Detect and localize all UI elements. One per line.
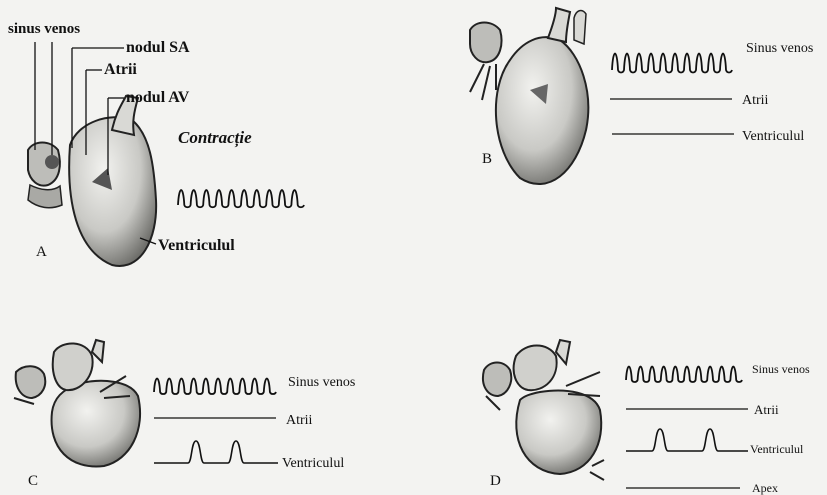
label-sinus-venos: sinus venos bbox=[8, 21, 80, 37]
panel-b-wave-sinus-venos bbox=[612, 54, 732, 73]
panel-d-label-ventriculul: Ventriculul bbox=[750, 442, 804, 456]
heart-a-illustration bbox=[28, 96, 156, 266]
panel-b-label-ventriculul: Ventriculul bbox=[742, 129, 804, 144]
label-contractie: Contracție bbox=[178, 128, 252, 148]
panel-d-trace-ventriculul bbox=[626, 429, 748, 451]
heart-c-illustration bbox=[14, 340, 140, 466]
nodul-sa-node bbox=[45, 155, 59, 169]
panel-c-wave-sinus-venos bbox=[154, 379, 276, 395]
label-ventriculul: Ventriculul bbox=[158, 237, 235, 254]
label-nodul-sa: nodul SA bbox=[126, 39, 190, 56]
panel-c-label-sinus-venos: Sinus venos bbox=[288, 375, 355, 390]
panel-b-letter: B bbox=[482, 151, 492, 167]
panel-d: Sinus venos Atrii Ventriculul Apex D bbox=[483, 340, 810, 495]
panel-a-letter: A bbox=[36, 244, 47, 260]
panel-d-label-atrii: Atrii bbox=[754, 402, 779, 417]
panel-b: Sinus venos Atrii Ventriculul B bbox=[470, 8, 813, 184]
panel-a: sinus venos nodul SA Atrii nodul AV Cont… bbox=[8, 21, 304, 266]
panel-d-label-apex: Apex bbox=[752, 481, 778, 495]
panel-b-label-atrii: Atrii bbox=[742, 93, 769, 108]
panel-a-wave-trace bbox=[178, 190, 304, 207]
panel-c: Sinus venos Atrii Ventriculul C bbox=[14, 340, 355, 489]
panel-c-label-atrii: Atrii bbox=[286, 413, 313, 428]
panel-c-label-ventriculul: Ventriculul bbox=[282, 456, 344, 471]
panel-b-label-sinus-venos: Sinus venos bbox=[746, 41, 813, 56]
panel-d-wave-sinus-venos bbox=[626, 367, 742, 383]
panel-c-letter: C bbox=[28, 473, 38, 489]
panel-d-label-sinus-venos: Sinus venos bbox=[752, 362, 810, 376]
panel-d-letter: D bbox=[490, 473, 501, 489]
label-atrii: Atrii bbox=[104, 61, 137, 78]
panel-c-trace-ventriculul bbox=[154, 441, 278, 463]
heart-d-illustration bbox=[483, 340, 604, 480]
label-nodul-av: nodul AV bbox=[126, 89, 190, 106]
